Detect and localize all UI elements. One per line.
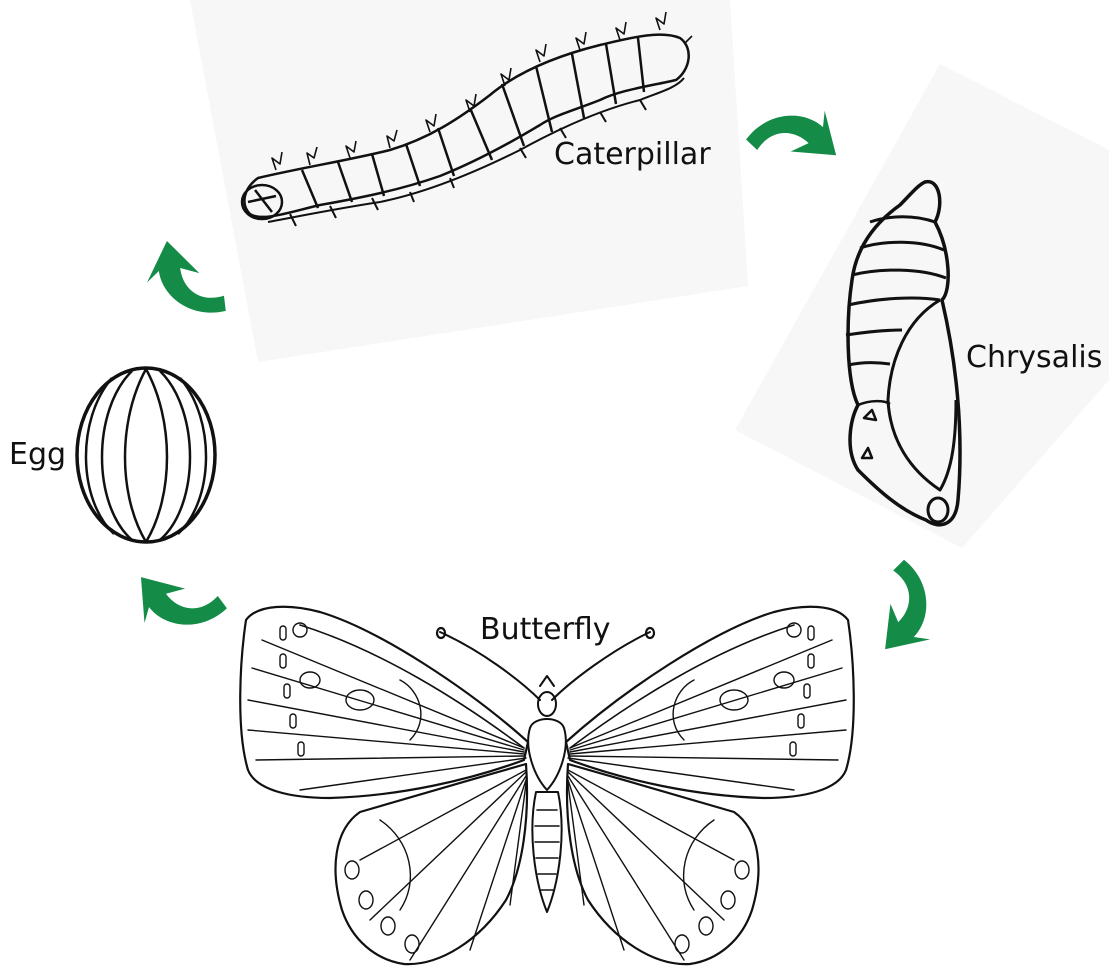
arrow-egg-to-caterpillar — [134, 230, 231, 338]
arrow-chrysalis-to-butterfly — [865, 558, 954, 664]
stage-label-egg: Egg — [9, 440, 66, 470]
egg-icon — [77, 368, 215, 542]
stage-label-chrysalis: Chrysalis — [966, 343, 1102, 373]
stage-label-caterpillar: Caterpillar — [554, 140, 711, 170]
stage-label-butterfly: Butterfly — [480, 615, 611, 645]
butterfly-icon — [240, 607, 854, 964]
arrow-butterfly-to-egg — [122, 558, 230, 655]
arrow-caterpillar-to-chrysalis — [744, 89, 849, 176]
caterpillar-paper — [190, 0, 748, 362]
